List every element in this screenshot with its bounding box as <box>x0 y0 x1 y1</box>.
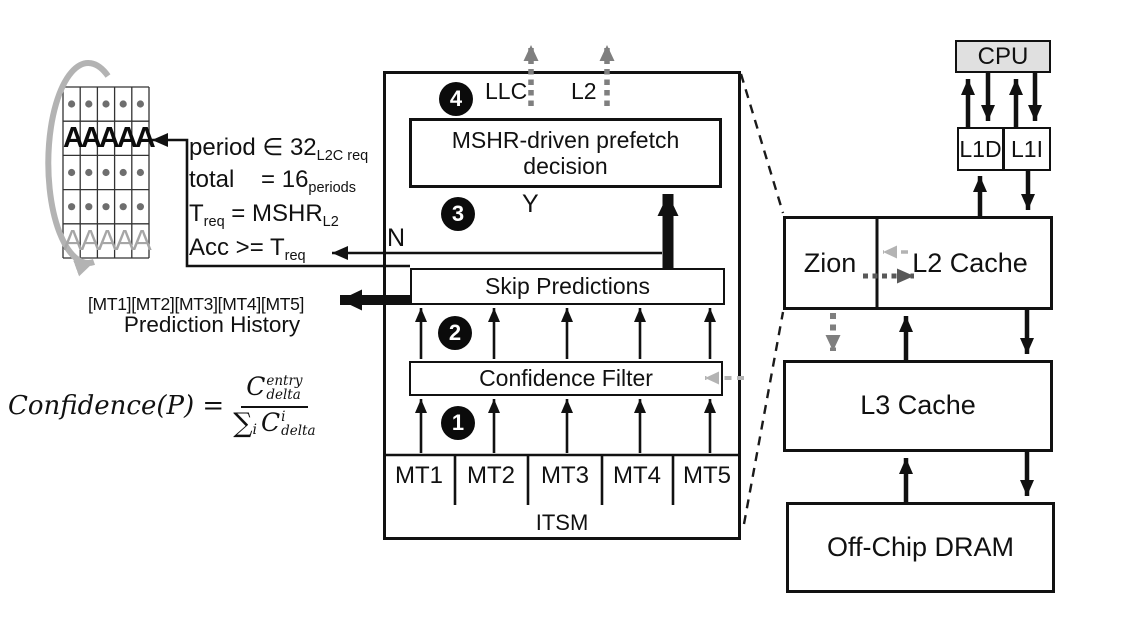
l2-cache-label: L2 Cache <box>912 248 1028 278</box>
skip-predictions-label: Skip Predictions <box>485 273 650 300</box>
branch-y-label: Y <box>522 190 539 218</box>
l3-cache-box: L3 Cache <box>783 360 1053 452</box>
l1d-box: L1D <box>957 127 1004 171</box>
zion-l2-box <box>783 216 1053 310</box>
cpu-box: CPU <box>955 40 1051 73</box>
mt3-input: MT3 <box>541 462 589 489</box>
mt1-input: MT1 <box>395 462 443 489</box>
callout-lines <box>739 73 785 525</box>
prediction-history-label: Prediction History <box>123 312 301 337</box>
l1i-box: L1I <box>1003 127 1051 171</box>
step-2-badge: 2 <box>438 316 472 350</box>
zion-label: Zion <box>803 248 857 278</box>
l2-output-label: L2 <box>571 78 597 104</box>
l1d-label: L1D <box>959 135 1002 162</box>
mshr-decision-box: MSHR-driven prefetch decision <box>409 118 722 188</box>
step-1-badge: 1 <box>441 406 475 440</box>
history-row-old: AAAAA <box>63 225 152 257</box>
skip-predictions-box: Skip Predictions <box>410 268 725 305</box>
mt2-input: MT2 <box>467 462 515 489</box>
dram-label: Off-Chip DRAM <box>826 531 1015 562</box>
step-3-badge: 3 <box>441 197 475 231</box>
l3-cache-label: L3 Cache <box>860 390 976 421</box>
mt5-input: MT5 <box>683 462 731 489</box>
branch-n-label: N <box>387 224 406 252</box>
mt4-input: MT4 <box>613 462 661 489</box>
itsm-label: ITSM <box>535 510 589 535</box>
dram-box: Off-Chip DRAM <box>786 502 1055 593</box>
confidence-filter-label: Confidence Filter <box>479 365 653 392</box>
mt-history-text: [MT1][MT2][MT3][MT4][MT5] <box>88 294 305 314</box>
cpu-label: CPU <box>977 42 1029 70</box>
confidence-filter-box: Confidence Filter <box>409 361 723 396</box>
step-4-badge: 4 <box>439 82 473 116</box>
l1i-label: L1I <box>1011 135 1043 162</box>
history-row-current: AAAAA <box>63 122 156 154</box>
history-grid-dots <box>68 100 144 211</box>
mshr-decision-label: MSHR-driven prefetch decision <box>451 126 680 179</box>
llc-output-label: LLC <box>485 78 528 104</box>
